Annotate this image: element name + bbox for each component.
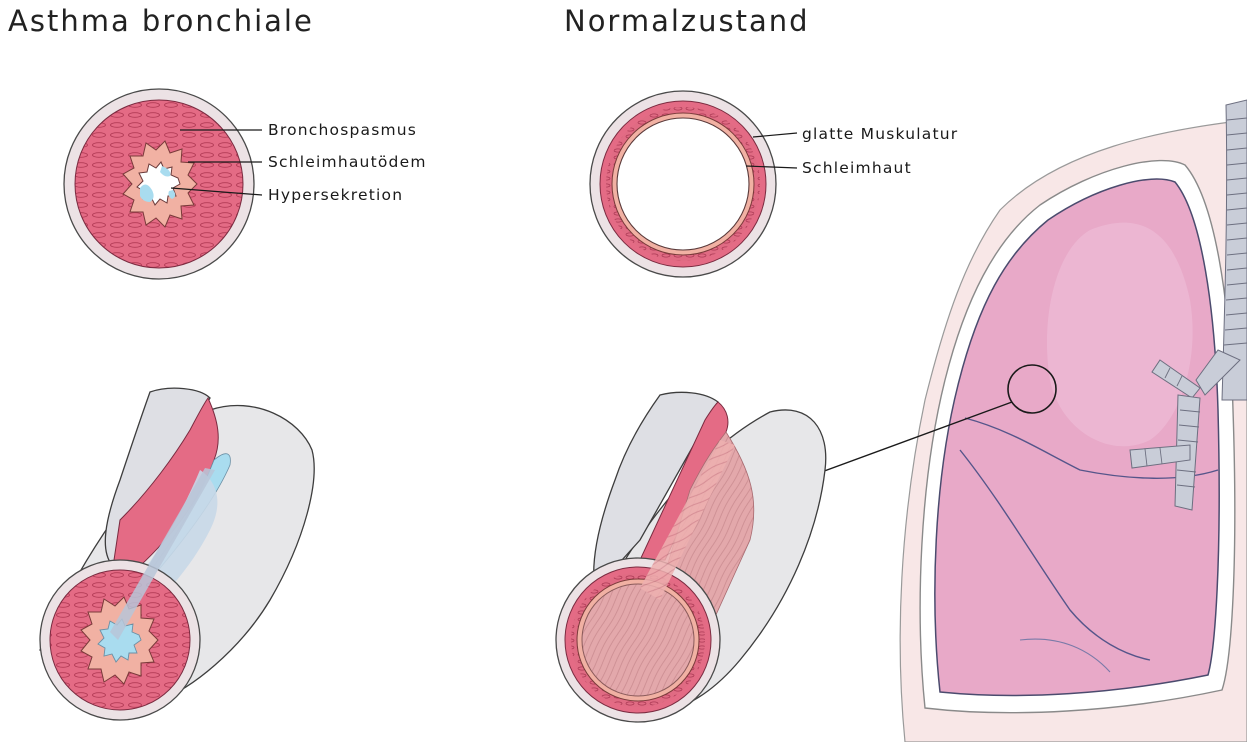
label-hypersekretion: Hypersekretion <box>268 186 403 204</box>
normal-cross-section <box>589 90 777 278</box>
asthma-title: Asthma bronchiale <box>8 4 314 38</box>
asthma-cross-section <box>63 88 255 280</box>
label-bronchospasmus: Bronchospasmus <box>268 121 417 139</box>
label-leader-lines <box>170 129 798 196</box>
lung-fissure <box>959 449 1151 661</box>
lung-illustration <box>777 99 1247 742</box>
lung-fissure <box>1019 638 1111 673</box>
lung-highlight <box>1046 222 1193 447</box>
label-schleimhautoedem: Schleimhautödem <box>268 153 427 171</box>
asthma-longitudinal-section <box>39 387 315 721</box>
trachea <box>1129 99 1247 511</box>
magnifier-circle <box>1007 364 1057 414</box>
label-schleimhaut: Schleimhaut <box>802 159 912 177</box>
normal-title: Normalzustand <box>564 4 810 38</box>
normal-longitudinal-section <box>555 391 827 723</box>
label-glatte-muskulatur: glatte Muskulatur <box>802 125 958 143</box>
